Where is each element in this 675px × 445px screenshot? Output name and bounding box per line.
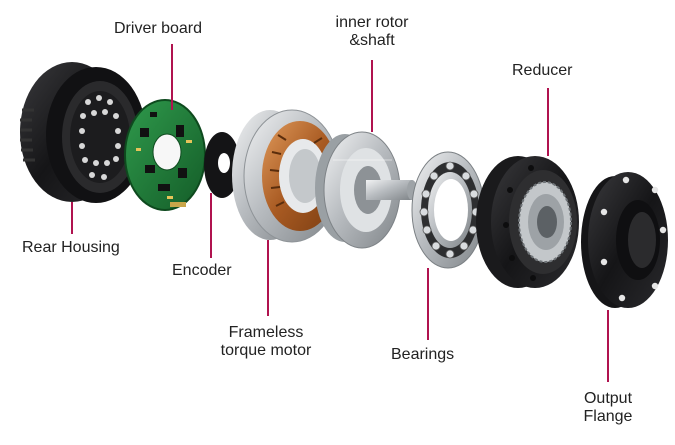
label-output-line1: Output [583,390,633,407]
label-inner-rotor-shaft: inner rotor &shaft [314,14,430,50]
label-frameless-line2: torque motor [220,342,312,359]
label-rear-housing: Rear Housing [22,239,120,256]
output-flange-icon [581,172,668,308]
label-inner-rotor-line1: inner rotor [335,14,409,31]
label-output-line2: Flange [583,408,633,425]
encoder-disc-icon [204,132,240,198]
rear-housing-icon [20,62,146,203]
label-frameless-torque-motor: Frameless torque motor [198,324,334,360]
label-reducer: Reducer [512,62,573,79]
label-output-flange: Output Flange [566,390,650,426]
label-encoder: Encoder [172,262,232,279]
gear-reducer-icon [476,156,579,288]
label-frameless-line1: Frameless [228,324,304,341]
driver-board-icon [124,99,206,211]
label-inner-rotor-line2: &shaft [349,32,395,49]
stator-winding-icon [232,109,341,243]
label-bearings: Bearings [391,346,455,363]
rotor-shaft-icon [315,131,417,249]
label-driver-board: Driver board [114,20,203,37]
ball-bearing-icon [411,151,485,269]
